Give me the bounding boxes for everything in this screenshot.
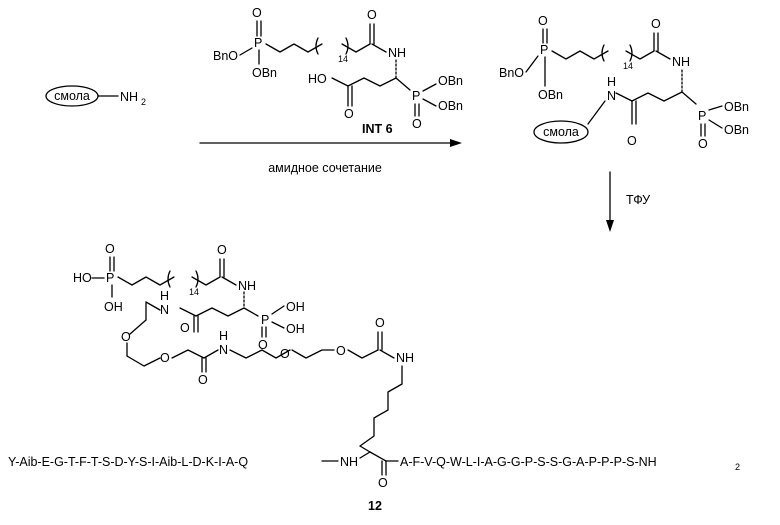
peptide-left: Y-Aib-E-G-T-F-T-S-D-Y-S-I-Aib-L-D-K-I-A-… bbox=[8, 455, 248, 469]
reaction-arrow-2: ТФУ bbox=[606, 172, 650, 232]
step2-label: ТФУ bbox=[626, 193, 650, 207]
c12-h-mid: H bbox=[219, 329, 228, 343]
prod1-p-oxo: O bbox=[538, 14, 548, 28]
prod1-n: N bbox=[607, 89, 616, 103]
c12-amide-o: O bbox=[217, 243, 227, 257]
int6-amide-o: O bbox=[367, 8, 377, 22]
prod1-nh: NH bbox=[672, 55, 690, 69]
int6-n14: 14 bbox=[338, 54, 348, 64]
prod1-obn-r1: OBn bbox=[724, 100, 749, 114]
int6-p-oxo: O bbox=[252, 6, 262, 20]
c12-n14: 14 bbox=[189, 287, 199, 297]
int6-obn-r2: OBn bbox=[438, 99, 463, 113]
int6-bno: BnO bbox=[213, 49, 238, 63]
prod1-p2-oxo: O bbox=[698, 137, 708, 151]
c12-oh-top: OH bbox=[104, 300, 123, 314]
compound-12: O P HO OH 14 O NH O H N P OH OH bbox=[8, 242, 740, 513]
step1-label: амидное сочетание bbox=[268, 161, 382, 175]
c12-p2: P bbox=[261, 313, 269, 327]
int6-label: INT 6 bbox=[362, 122, 393, 136]
c12-p: P bbox=[106, 271, 114, 285]
int6-p: P bbox=[254, 36, 262, 50]
nh2-label: NH bbox=[120, 90, 138, 104]
c12-peg-o1: O bbox=[121, 330, 131, 344]
peptide-right: A-F-V-Q-W-L-I-A-G-G-P-S-S-G-A-P-P-P-S-NH bbox=[400, 455, 657, 469]
prod1-h: H bbox=[607, 75, 616, 89]
prod1-amide-o: O bbox=[651, 17, 661, 31]
prod1-bno: BnO bbox=[499, 66, 524, 80]
int6-structure: P O BnO OBn 14 O NH O HO P OBn bbox=[213, 6, 463, 136]
int6-p2: P bbox=[412, 89, 420, 103]
resin-amine: смола NH 2 bbox=[46, 86, 146, 107]
int6-nh: NH bbox=[388, 46, 406, 60]
prod1-n14: 14 bbox=[623, 61, 633, 71]
int6-ho: HO bbox=[308, 72, 327, 86]
int6-obn-r1: OBn bbox=[438, 74, 463, 88]
prod1-obn: OBn bbox=[538, 88, 563, 102]
c12-oh-r1: OH bbox=[286, 300, 305, 314]
int6-p2-oxo: O bbox=[412, 117, 422, 131]
compound-label: 12 bbox=[368, 499, 382, 513]
prod1-obn-r2: OBn bbox=[724, 123, 749, 137]
c12-peg-o4: O bbox=[336, 344, 346, 358]
c12-peg-o2: O bbox=[160, 351, 170, 365]
c12-n-mid: N bbox=[219, 343, 228, 357]
c12-h-upper: H bbox=[160, 289, 169, 303]
c12-gamma-o: O bbox=[180, 321, 190, 335]
c12-nh: NH bbox=[238, 279, 256, 293]
prod1-p2: P bbox=[698, 109, 706, 123]
c12-link-o: O bbox=[375, 316, 385, 330]
prod1-resin-label: смола bbox=[543, 125, 579, 139]
prod1-lower-o: O bbox=[627, 134, 637, 148]
c12-n-upper: N bbox=[160, 303, 169, 317]
c12-gly-o: O bbox=[198, 373, 208, 387]
c12-p-oxo: O bbox=[105, 242, 115, 256]
c12-peg-o3: O bbox=[280, 347, 290, 361]
c12-backbone-nh: NH bbox=[340, 455, 358, 469]
c12-backbone-o: O bbox=[378, 476, 388, 490]
nh2-subscript: 2 bbox=[141, 97, 146, 107]
resin-label: смола bbox=[54, 89, 90, 103]
int6-obn: OBn bbox=[252, 66, 277, 80]
peptide-nh2-sub: 2 bbox=[735, 462, 740, 472]
prod1-p: P bbox=[540, 43, 548, 57]
c12-ho: HO bbox=[73, 271, 92, 285]
c12-nh-lys: NH bbox=[396, 351, 414, 365]
c12-oh-r2: OH bbox=[286, 322, 305, 336]
reaction-arrow-1: амидное сочетание bbox=[200, 139, 462, 175]
resin-bound-product: P O BnO OBn 14 O NH O H N смола P OBn bbox=[499, 14, 749, 151]
int6-acid-o: O bbox=[344, 107, 354, 121]
